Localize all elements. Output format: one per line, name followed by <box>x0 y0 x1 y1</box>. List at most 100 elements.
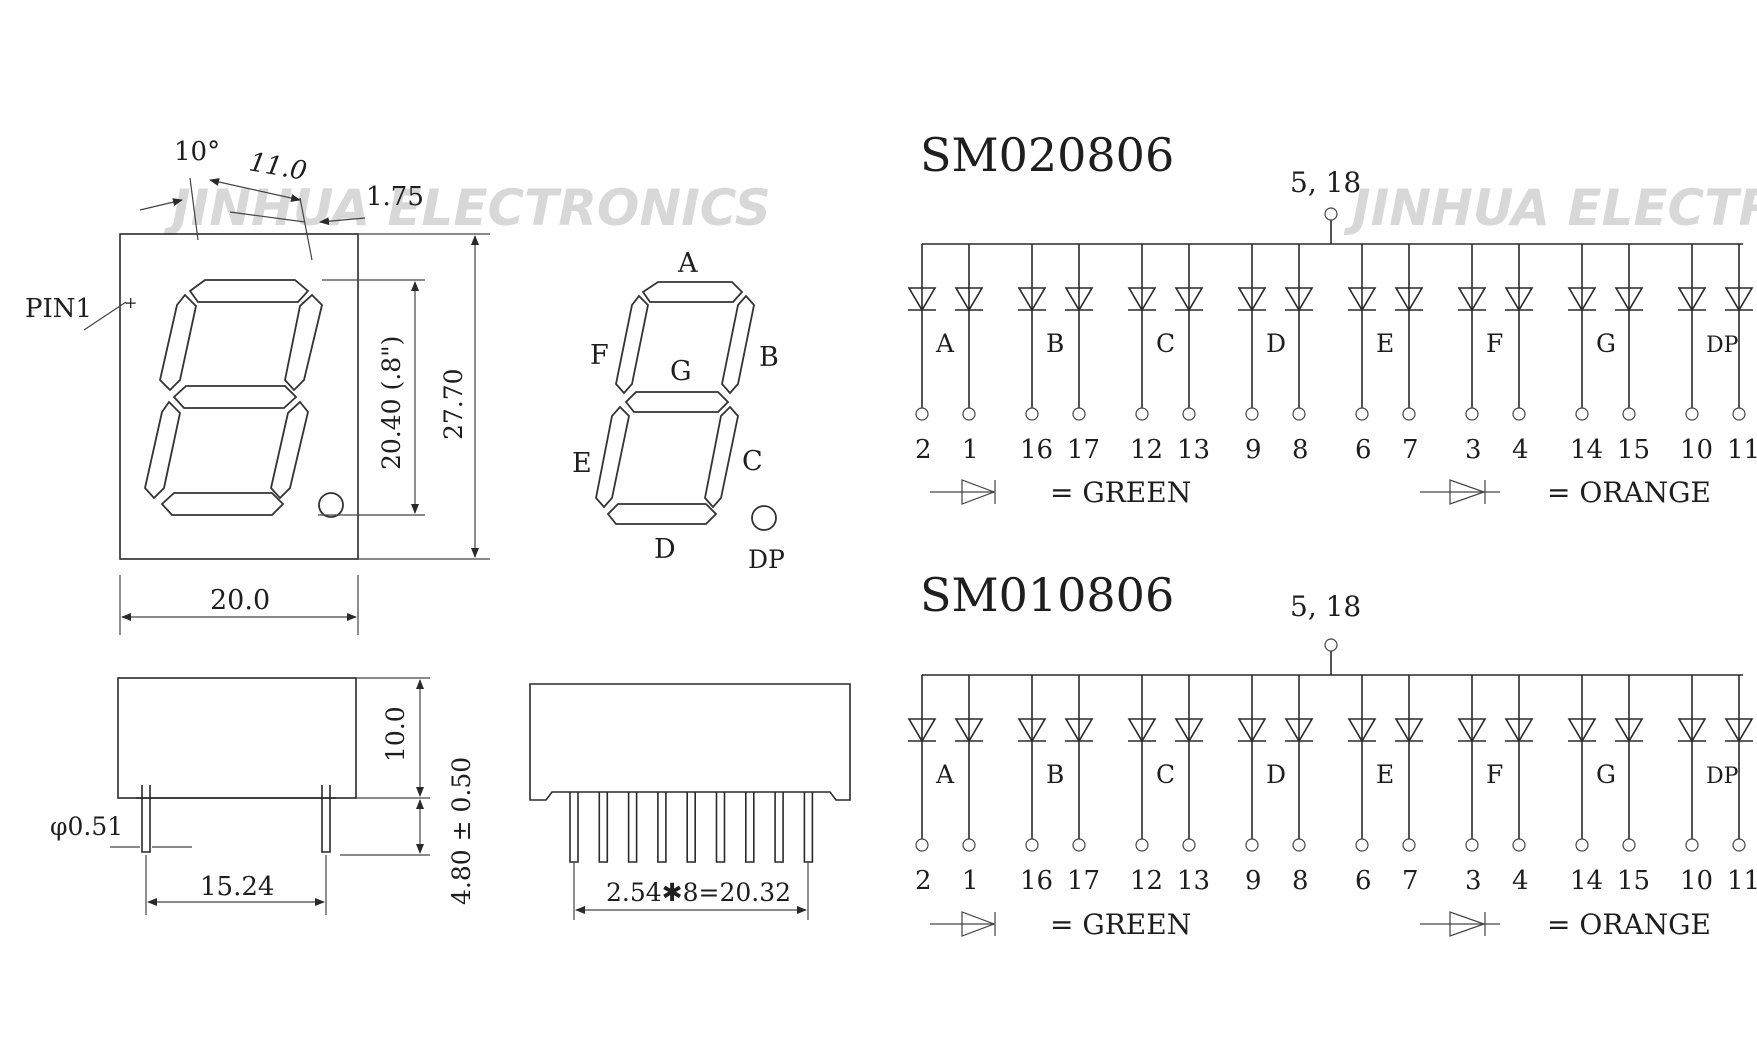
map-segment-f <box>615 294 649 395</box>
pin-number: 7 <box>1402 866 1419 896</box>
map-segment-c <box>704 405 739 509</box>
map-label-d: D <box>654 534 676 565</box>
pin-terminal <box>1512 407 1526 421</box>
pin-number: 2 <box>915 866 932 896</box>
digit-height-ext <box>318 279 425 516</box>
watermark-left: JINHUA ELECTRONICS <box>163 179 771 237</box>
pin-terminal <box>1072 838 1086 852</box>
pin-lead <box>569 792 579 863</box>
segment-b-outline <box>284 293 323 392</box>
orange-led-symbol <box>1677 287 1707 312</box>
segment-label: G <box>1596 760 1616 789</box>
side-view: 10.0 4.80 ± 0.50 φ0.51 15.24 <box>50 677 476 915</box>
pin-number: 9 <box>1245 435 1262 465</box>
pin-lead <box>774 792 784 863</box>
map-segment-b <box>721 294 755 395</box>
orange-led-symbol <box>1127 718 1157 743</box>
pin-terminal <box>962 407 976 421</box>
green-led-symbol <box>1174 718 1204 743</box>
body-depth-label: 10.0 <box>381 706 410 762</box>
pin-row-view: 2.54✱8=20.32 <box>529 683 851 920</box>
pin-terminal <box>1732 838 1746 852</box>
pin-terminal <box>1245 407 1259 421</box>
pin1-label: PIN1 <box>25 294 92 324</box>
green-led-symbol <box>954 287 984 312</box>
pin-terminal <box>1465 407 1479 421</box>
pin-terminal <box>1355 407 1369 421</box>
green-led-symbol <box>1394 287 1424 312</box>
segment-label: E <box>1376 329 1394 358</box>
side-dim-ext <box>340 677 430 856</box>
pin-number: 12 <box>1130 435 1163 465</box>
dot-offset-arrow <box>319 217 366 226</box>
pin-lead <box>627 792 638 863</box>
digit-height-label: 20.40 (.8") <box>377 336 406 470</box>
common-pin-terminal <box>1324 207 1338 221</box>
pin-terminal <box>1575 407 1589 421</box>
pin-terminal <box>1512 838 1526 852</box>
green-led-symbol <box>1064 287 1094 312</box>
legend-green-label: = GREEN <box>1050 476 1191 509</box>
pin-terminal <box>1025 407 1039 421</box>
segment-label: G <box>1596 329 1616 358</box>
pin-terminal <box>915 838 929 852</box>
pin-row-pins <box>569 792 814 863</box>
orange-led-symbol <box>907 287 937 312</box>
segment-label: D <box>1266 329 1286 358</box>
angle-label: 10° <box>174 137 220 167</box>
pin-number: 3 <box>1465 866 1482 896</box>
pin-terminal <box>1245 838 1259 852</box>
body-width-label: 20.0 <box>210 585 270 616</box>
segment-label: F <box>1486 760 1503 789</box>
pin-number: 8 <box>1292 435 1309 465</box>
segment-label: E <box>1376 760 1394 789</box>
side-body-outline <box>117 677 357 799</box>
pin1-leader <box>83 301 127 331</box>
dot-offset-ext <box>229 211 306 223</box>
pin-number: 10 <box>1680 435 1713 465</box>
pin-number: 11 <box>1727 435 1757 465</box>
segment-c-outline <box>270 400 309 500</box>
pin-terminal <box>1402 838 1416 852</box>
legend-orange-symbol <box>1449 911 1486 937</box>
pin-number: 7 <box>1402 435 1419 465</box>
segment-map: A B C D E F G DP <box>572 248 785 574</box>
decimal-point-outline <box>318 492 344 518</box>
orange-led-symbol <box>1017 287 1047 312</box>
pin-terminal <box>1732 407 1746 421</box>
pin1-marker: + <box>124 293 137 312</box>
orange-led-symbol <box>1017 718 1047 743</box>
orange-led-symbol <box>1677 718 1707 743</box>
map-label-e: E <box>572 448 592 479</box>
pin-terminal <box>915 407 929 421</box>
map-decimal-point <box>751 505 777 531</box>
pin-number: 6 <box>1355 866 1372 896</box>
pin-number: 16 <box>1020 435 1053 465</box>
pin-number: 4 <box>1512 866 1529 896</box>
pin-terminal <box>1292 407 1306 421</box>
orange-led-symbol <box>1457 287 1487 312</box>
green-led-symbol <box>1614 718 1644 743</box>
orange-led-symbol <box>1567 718 1597 743</box>
segment-e-outline <box>144 400 181 500</box>
orange-led-symbol <box>1457 718 1487 743</box>
segment-label: DP <box>1706 333 1739 358</box>
orange-led-symbol <box>1347 287 1377 312</box>
pin-number: 13 <box>1177 866 1210 896</box>
map-segment-d <box>606 503 718 525</box>
pin-number: 11 <box>1727 866 1757 896</box>
watermark-right: JINHUA ELECTRONICS <box>1343 179 1757 237</box>
segment-label: F <box>1486 329 1503 358</box>
row-spacing-label: 15.24 <box>200 872 274 902</box>
pitch-ext <box>573 862 809 920</box>
orange-led-symbol <box>1237 287 1267 312</box>
pin-number: 3 <box>1465 435 1482 465</box>
pin-row-body-outline <box>529 683 851 801</box>
legend-green-label: = GREEN <box>1050 908 1191 941</box>
front-view: PIN1 + 11.0 10° 1.75 20.40 (.8") 27.70 2… <box>25 137 490 635</box>
legend-orange-symbol <box>1449 479 1486 505</box>
display-body-outline <box>119 233 359 560</box>
segment-label: B <box>1046 329 1064 358</box>
